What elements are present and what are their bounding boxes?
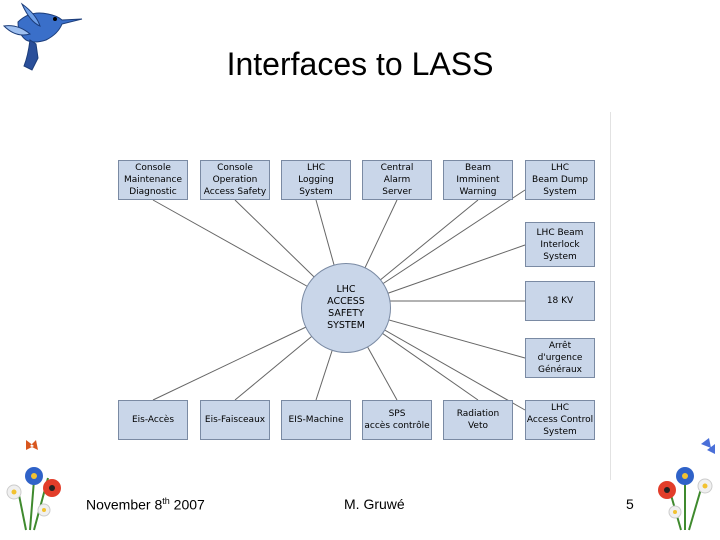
center-lass-node: LHC ACCESS SAFETY SYSTEM [301, 263, 391, 353]
flowers-right-decoration [658, 438, 715, 531]
hummingbird-logo [2, 2, 83, 71]
footer-date-year: 2007 [169, 496, 205, 513]
footer-date: November 8th 2007 [86, 496, 205, 513]
node-beam-imminent: Beam Imminent Warning [443, 160, 513, 200]
footer-author: M. Gruwé [344, 496, 405, 512]
node-lhc-beam-interlock: LHC Beam Interlock System [525, 222, 595, 267]
node-central-alarm: Central Alarm Server [362, 160, 432, 200]
node-console-maintenance: Console Maintenance Diagnostic [118, 160, 188, 200]
node-lhc-access-control: LHC Access Control System [525, 400, 595, 440]
node-lhc-beam-dump: LHC Beam Dump System [525, 160, 595, 200]
node-console-operation: Console Operation Access Safety [200, 160, 270, 200]
node-arret-urgence: Arrêt d'urgence Généraux [525, 338, 595, 378]
slide-title: Interfaces to LASS [226, 46, 494, 82]
page-number: 5 [626, 496, 634, 512]
node-eis-acces: Eis-Accès [118, 400, 188, 440]
node-18kv: 18 KV [525, 281, 595, 321]
footer-date-main: November 8 [86, 496, 163, 513]
flowers-left-decoration [6, 440, 61, 531]
node-lhc-logging: LHC Logging System [281, 160, 351, 200]
footer-date-sup: th [162, 496, 170, 506]
node-sps-acces: SPS accès contrôle [362, 400, 432, 440]
node-radiation-veto: Radiation Veto [443, 400, 513, 440]
node-eis-faisceaux: Eis-Faisceaux [200, 400, 270, 440]
node-eis-machine: EIS-Machine [281, 400, 351, 440]
